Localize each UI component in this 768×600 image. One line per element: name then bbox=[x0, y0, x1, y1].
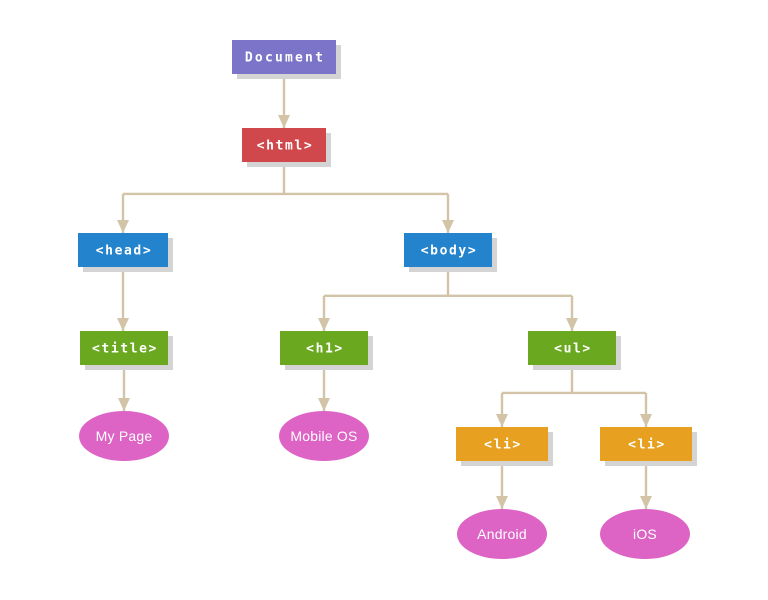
node-shadow-layer bbox=[83, 45, 697, 466]
node-label-head: <head> bbox=[96, 244, 153, 259]
node-label-ul: <ul> bbox=[554, 342, 592, 357]
node-box-li1[interactable] bbox=[456, 427, 548, 461]
node-label-html: <html> bbox=[257, 139, 314, 154]
node-body[interactable]: <body> bbox=[404, 233, 492, 267]
connector-layer bbox=[117, 74, 652, 509]
node-label-li2: <li> bbox=[628, 438, 666, 453]
node-box-ul[interactable] bbox=[528, 331, 616, 365]
node-label-title: <title> bbox=[92, 342, 158, 357]
node-box-title[interactable] bbox=[80, 331, 168, 365]
node-android[interactable]: Android bbox=[457, 509, 547, 559]
node-html[interactable]: <html> bbox=[242, 128, 326, 162]
node-mobileos[interactable]: Mobile OS bbox=[279, 411, 369, 461]
node-ellipse-android[interactable] bbox=[457, 509, 547, 559]
node-mypage[interactable]: My Page bbox=[79, 411, 169, 461]
node-box-li2[interactable] bbox=[600, 427, 692, 461]
node-box-h1[interactable] bbox=[280, 331, 368, 365]
node-label-ios: iOS bbox=[633, 526, 657, 542]
node-box-html[interactable] bbox=[242, 128, 326, 162]
node-label-mypage: My Page bbox=[96, 428, 153, 444]
node-box-head[interactable] bbox=[78, 233, 168, 267]
node-head[interactable]: <head> bbox=[78, 233, 168, 267]
node-ios[interactable]: iOS bbox=[600, 509, 690, 559]
node-label-h1: <h1> bbox=[306, 342, 344, 357]
node-ellipse-mobileos[interactable] bbox=[279, 411, 369, 461]
node-li1[interactable]: <li> bbox=[456, 427, 548, 461]
node-title[interactable]: <title> bbox=[80, 331, 168, 365]
node-ellipse-ios[interactable] bbox=[600, 509, 690, 559]
node-label-mobileos: Mobile OS bbox=[290, 428, 357, 444]
node-h1[interactable]: <h1> bbox=[280, 331, 368, 365]
node-box-document[interactable] bbox=[232, 40, 336, 74]
node-li2[interactable]: <li> bbox=[600, 427, 692, 461]
node-label-li1: <li> bbox=[484, 438, 522, 453]
node-label-android: Android bbox=[477, 526, 527, 542]
node-layer: Document <html> <head> <body> <title> <h1> <ul… bbox=[78, 40, 692, 559]
node-document[interactable]: Document bbox=[232, 40, 336, 74]
node-ul[interactable]: <ul> bbox=[528, 331, 616, 365]
node-box-body[interactable] bbox=[404, 233, 492, 267]
node-ellipse-mypage[interactable] bbox=[79, 411, 169, 461]
node-label-document: Document bbox=[245, 51, 325, 66]
node-label-body: <body> bbox=[421, 244, 478, 259]
